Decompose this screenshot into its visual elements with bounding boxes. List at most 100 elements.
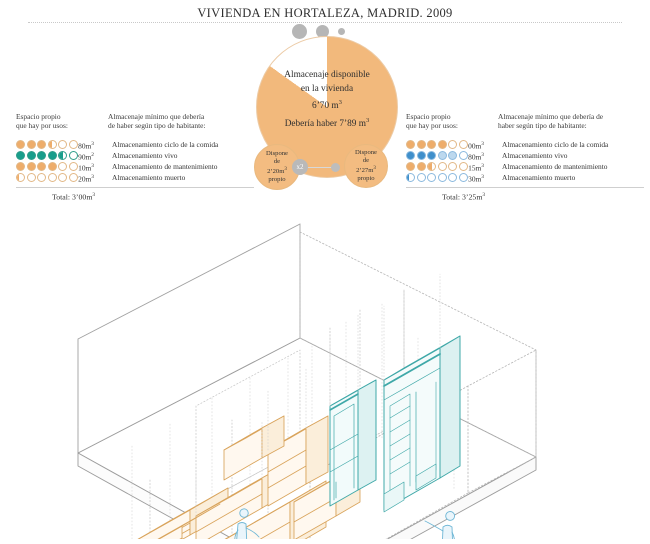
legend-dot	[37, 151, 46, 161]
legend-dot	[26, 173, 36, 183]
legend-row-value: 0’90m2	[72, 151, 94, 162]
legend-row: 0’90m2 Almacenamiento vivo	[16, 150, 254, 161]
grey-dot-medium	[316, 25, 329, 38]
mini-right-text: Dispone de 2’27m3 propio	[355, 149, 377, 184]
legend-dot	[16, 140, 25, 150]
legend-dot	[406, 140, 415, 150]
legend-dot	[68, 140, 78, 150]
mini-left-text: Dispone de 2’20m3 propio	[266, 150, 288, 185]
legend-dot	[58, 162, 67, 172]
isometric-illustration	[0, 210, 650, 544]
legend-row-label: Almacenamiento muerto	[112, 173, 186, 183]
legend-right-header-b: Almacenaje mínimo que debería de haber s…	[498, 112, 604, 131]
legend-dot	[47, 173, 57, 183]
legend-dot	[427, 151, 436, 161]
legend-dot	[58, 151, 67, 161]
teal-wardrobe-right	[383, 335, 461, 513]
mini-right-line1: Dispone	[355, 148, 377, 156]
pie-required: Debería haber 7’89 m3	[284, 116, 370, 129]
legend-right-divider	[406, 187, 644, 189]
mini-circle-right: Dispone de 2’27m3 propio	[344, 144, 388, 188]
legend-dot	[458, 140, 468, 150]
legend-dot	[427, 162, 436, 172]
legend-right-headers: Espacio propio que hay por usos: Almacen…	[406, 112, 644, 130]
legend-dot	[16, 151, 25, 161]
projection-guides	[195, 273, 441, 517]
legend-dot	[437, 162, 447, 172]
legend-row-label: Almacenamiento de mantenimiento	[502, 162, 608, 172]
mini-right-line2: de	[362, 156, 370, 164]
legend-dot	[58, 173, 67, 183]
mini-left-line3: 2’20m3	[267, 166, 287, 176]
legend-dot	[458, 151, 468, 161]
legend-dot	[406, 151, 415, 161]
mini-right-line4: propio	[357, 175, 375, 183]
page-title: VIVIENDA EN HORTALEZA, MADRID. 2009	[197, 6, 453, 20]
legend-dot	[437, 151, 447, 161]
legend-dot	[416, 162, 426, 172]
legend-right-panel: Espacio propio que hay por usos: Almacen…	[406, 112, 644, 202]
grey-dot-scale	[292, 24, 345, 39]
legend-dot	[416, 140, 426, 150]
legend-dot	[47, 140, 57, 150]
legend-dot	[26, 162, 36, 172]
legend-dot	[427, 140, 436, 150]
legend-dot	[448, 173, 457, 183]
legend-dot	[406, 162, 415, 172]
teal-wardrobe-center	[329, 379, 377, 507]
multiplier-badge: x2	[292, 159, 308, 175]
legend-row-label: Almacenamiento vivo	[112, 151, 178, 161]
legend-dot	[458, 162, 468, 172]
legend-dot	[416, 173, 426, 183]
legend-dot	[458, 173, 468, 183]
legend-left-total: Total: 3’00m3	[52, 192, 96, 202]
mini-left-line1: Dispone	[266, 149, 288, 157]
legend-left-header-a: Espacio propio que hay por usos:	[16, 112, 68, 131]
legend-dot	[437, 140, 447, 150]
legend-row-dots	[406, 140, 468, 150]
legend-dot	[437, 173, 447, 183]
legend-dot	[37, 173, 46, 183]
legend-dot	[68, 151, 78, 161]
legend-row-value: 1’10m3	[72, 162, 94, 173]
legend-dot	[68, 173, 78, 183]
pie-line-1: Almacenaje disponible	[284, 70, 370, 80]
legend-dot	[16, 162, 25, 172]
legend-dot	[448, 140, 457, 150]
legend-row-value: 0’80m3	[462, 151, 484, 162]
legend-right-header-a: Espacio propio que hay por usos:	[406, 112, 458, 131]
legend-row-label: Almacenamiento ciclo de la comida	[112, 140, 219, 150]
legend-row-dots	[16, 173, 78, 183]
legend-right-total: Total: 3’25m3	[442, 192, 486, 202]
legend-dot	[16, 173, 25, 183]
legend-dot	[416, 151, 426, 161]
legend-row-value: 0’30m3	[462, 173, 484, 184]
legend-dot	[47, 151, 57, 161]
legend-row-dots	[16, 162, 78, 172]
legend-dot	[37, 162, 46, 172]
legend-dot	[68, 162, 78, 172]
pie-available: 6’70 m3	[312, 99, 342, 112]
grey-dot-large	[292, 24, 307, 39]
legend-row-label: Almacenamiento ciclo de la comida	[502, 140, 609, 150]
mini-left-line2: de	[273, 157, 281, 165]
legend-row-dots	[16, 151, 78, 161]
legend-dot	[448, 151, 457, 161]
legend-dot	[47, 162, 57, 172]
connector-line-right	[308, 167, 334, 168]
legend-row-dots	[406, 151, 468, 161]
legend-dot	[406, 173, 415, 183]
legend-left-header-b: Almacenaje mínimo que debería de haber s…	[108, 112, 206, 131]
header-divider	[28, 22, 622, 23]
legend-row-dots	[16, 140, 78, 150]
main-pie-label: Almacenaje disponible en la vivienda 6’7…	[256, 69, 398, 131]
legend-dot	[448, 162, 457, 172]
